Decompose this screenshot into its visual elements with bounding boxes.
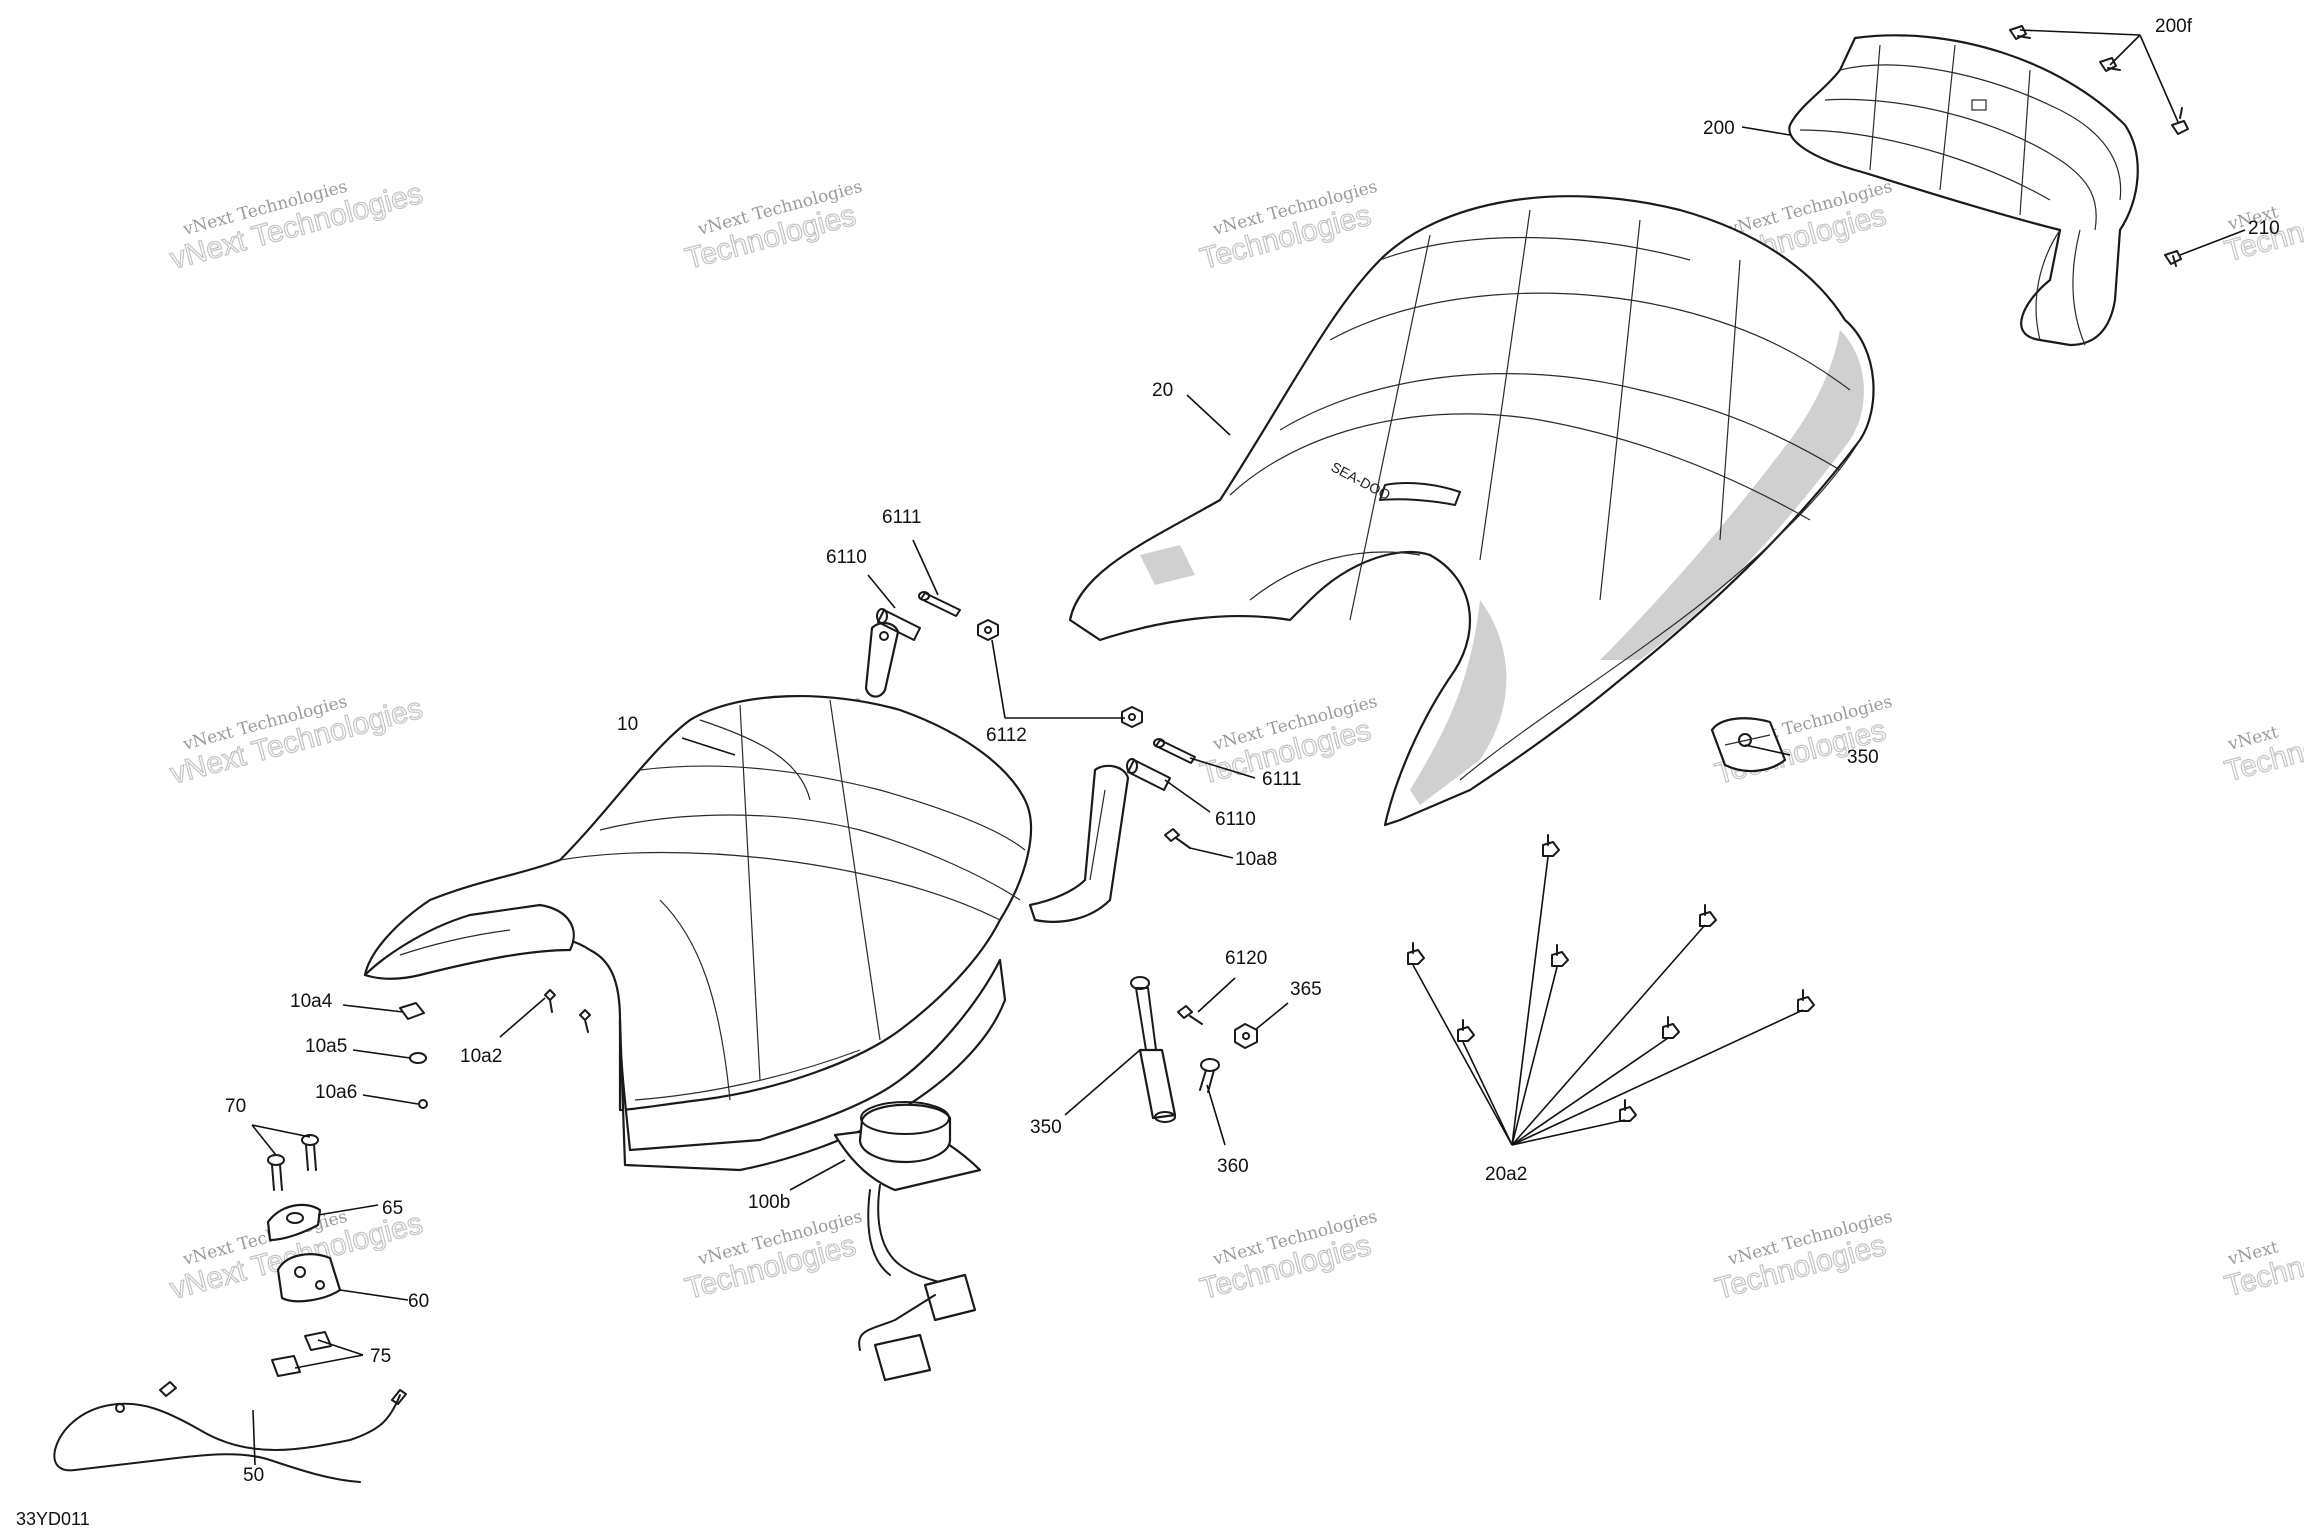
sleeve-6110[interactable] xyxy=(876,608,921,641)
callout-200: 200 xyxy=(1703,118,1735,139)
watermark: vNext Technologies vNext Technologies xyxy=(166,691,427,791)
screw-6120[interactable] xyxy=(1177,1005,1203,1025)
bolt-70[interactable] xyxy=(267,1134,319,1191)
backrest-part-200[interactable] xyxy=(1788,34,2139,347)
callout-20: 20 xyxy=(1152,380,1173,401)
drawing-number: 33YD011 xyxy=(16,1509,90,1529)
washer-10a5[interactable] xyxy=(409,1052,427,1064)
front-seat-part-10[interactable] xyxy=(363,694,1033,1172)
fastener-210[interactable] xyxy=(2164,250,2182,267)
gas-strut-350[interactable] xyxy=(1130,976,1177,1123)
latch-cover-65[interactable] xyxy=(266,1203,322,1242)
screw-10a8[interactable] xyxy=(1164,828,1191,849)
seat-bracket[interactable] xyxy=(864,622,1130,923)
callout-60: 60 xyxy=(408,1291,429,1312)
bumper-20a2[interactable] xyxy=(1407,834,1815,1122)
nut-365[interactable] xyxy=(1234,1023,1258,1049)
callout-20a2: 20a2 xyxy=(1485,1164,1527,1185)
callout-10a4: 10a4 xyxy=(290,991,333,1012)
callout-65: 65 xyxy=(382,1198,403,1219)
watermark: Technologies vNext Technologies xyxy=(1196,177,1379,277)
watermark: Technologies vNext Technologies xyxy=(681,1207,864,1307)
callout-360: 360 xyxy=(1217,1156,1249,1177)
sensor-100b[interactable] xyxy=(833,1101,982,1382)
callout-10a5: 10a5 xyxy=(305,1036,347,1057)
clip-75[interactable] xyxy=(271,1331,332,1377)
callout-210: 210 xyxy=(2248,218,2280,239)
fastener-200f[interactable] xyxy=(2009,25,2189,135)
callout-6112: 6112 xyxy=(986,725,1027,746)
cable-50[interactable] xyxy=(53,1381,407,1483)
watermark: Technologies vNext Technologies xyxy=(1711,1207,1894,1307)
sleeve-6110[interactable] xyxy=(1126,758,1171,791)
pin-6111[interactable] xyxy=(1153,738,1196,764)
callout-200f: 200f xyxy=(2155,16,2193,37)
watermark: Technologies vNext xyxy=(2221,1226,2304,1304)
rear-seat-part-20[interactable]: SEA-DOO xyxy=(1068,195,1875,827)
watermark: Technologies vNext Technologies xyxy=(1196,1207,1379,1307)
callout-75: 75 xyxy=(370,1346,391,1367)
callout-10a8: 10a8 xyxy=(1235,849,1277,870)
watermark: vNext Technologies vNext Technologies xyxy=(166,176,427,276)
leader-lines xyxy=(251,29,2246,1466)
callout-6111-top: 6111 xyxy=(882,507,921,528)
callout-350-right: 350 xyxy=(1847,747,1879,768)
watermark-layer: vNext Technologies vNext Technologies Te… xyxy=(166,176,2304,1307)
callout-10a2: 10a2 xyxy=(460,1046,502,1067)
latch-receiver-350[interactable] xyxy=(1710,717,1787,773)
callout-6111-mid: 6111 xyxy=(1262,769,1301,790)
bolt-360[interactable] xyxy=(1199,1058,1220,1093)
latch-60[interactable] xyxy=(276,1253,342,1303)
callout-6110-mid: 6110 xyxy=(1215,809,1256,830)
callout-labels: 200f 200 210 20 6111 6110 6112 6111 6110… xyxy=(225,16,2280,1486)
callout-350: 350 xyxy=(1030,1117,1062,1138)
callout-365: 365 xyxy=(1290,979,1322,1000)
callout-50: 50 xyxy=(243,1465,264,1486)
pin-6111[interactable] xyxy=(918,591,961,617)
callout-70: 70 xyxy=(225,1096,246,1117)
callout-10: 10 xyxy=(617,714,638,735)
callout-6110-top: 6110 xyxy=(826,547,867,568)
nut-6112[interactable] xyxy=(1121,706,1143,728)
callout-100b: 100b xyxy=(748,1192,790,1213)
callout-6120: 6120 xyxy=(1225,948,1267,969)
nut-6112[interactable] xyxy=(977,619,999,641)
watermark: Technologies vNext xyxy=(2221,711,2304,789)
callout-10a6: 10a6 xyxy=(315,1082,357,1103)
watermark: Technologies vNext Technologies xyxy=(681,177,864,277)
screw-10a2[interactable] xyxy=(544,989,591,1033)
nut-10a6[interactable] xyxy=(418,1099,428,1109)
clip-10a4[interactable] xyxy=(399,1002,425,1020)
